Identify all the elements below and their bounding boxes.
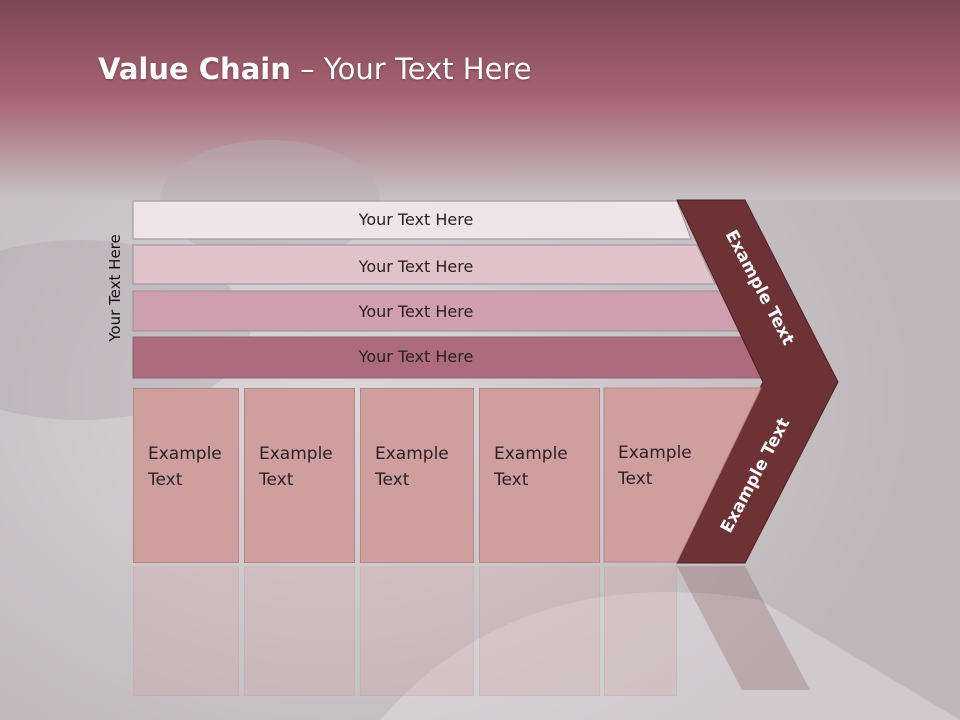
chevron-reflection-shape xyxy=(677,566,810,690)
chevron-reflection xyxy=(677,566,810,690)
title-bold: Value Chain xyxy=(98,52,291,86)
cell-3-label: Example Text xyxy=(375,444,449,490)
slide-title: Value Chain – Your Text Here xyxy=(98,52,532,86)
cell-2: Example Text xyxy=(244,388,355,563)
cell-5-shape xyxy=(603,387,762,563)
bar-2-shape xyxy=(132,244,716,285)
bar-2: Your Text Here xyxy=(132,244,716,285)
cell-2-label: Example Text xyxy=(259,444,333,490)
chevron-shape xyxy=(676,199,839,564)
bar-4-label: Your Text Here xyxy=(358,347,474,366)
bar-3: Your Text Here xyxy=(132,290,740,332)
bar-3-label: Your Text Here xyxy=(358,302,474,321)
cell-4-label: Example Text xyxy=(494,444,568,490)
cell-1: Example Text xyxy=(133,388,239,563)
bar-1-shape xyxy=(132,200,692,240)
bar-2-label: Your Text Here xyxy=(358,257,474,276)
cell-5-label: Example Text xyxy=(618,443,692,489)
bar-4: Your Text Here xyxy=(132,336,764,379)
cell-1-label: Example Text xyxy=(148,444,222,490)
cell-4: Example Text xyxy=(479,388,600,563)
bar-1-label: Your Text Here xyxy=(358,210,474,229)
cell-3: Example Text xyxy=(360,388,474,563)
title-rest: – Your Text Here xyxy=(290,52,532,86)
bar-1: Your Text Here xyxy=(132,200,692,240)
